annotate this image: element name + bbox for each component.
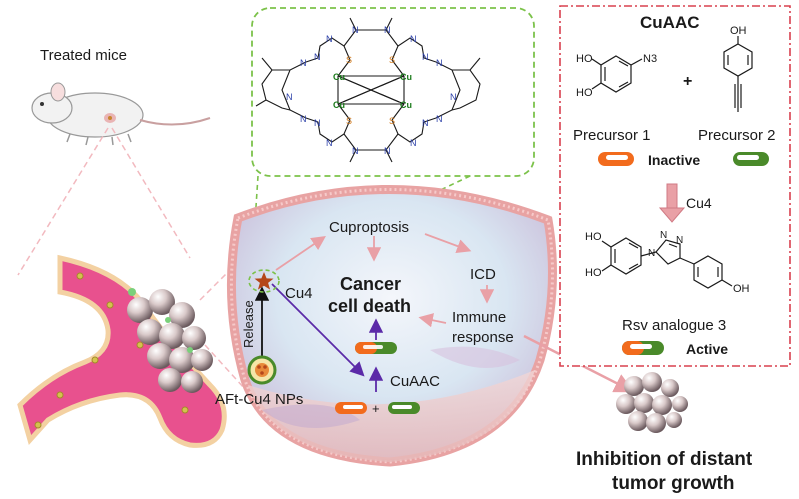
nitrogen-atom-label: N (422, 52, 429, 62)
cuaac-cell-label: CuAAC (390, 373, 440, 390)
release-label: Release (241, 300, 256, 348)
product-ho-bottom: HO (585, 267, 602, 279)
sulfur-atom-label: S (389, 116, 395, 126)
precursor2-label: Precursor 2 (698, 127, 776, 144)
precursor1-label: Precursor 1 (573, 127, 651, 144)
sulfur-atom-label: S (389, 55, 395, 65)
precursor1-ho-bottom: HO (576, 87, 593, 99)
cuaac-panel-title: CuAAC (640, 13, 700, 32)
catalyst-label: Cu4 (686, 195, 712, 211)
nps-label: AFt-Cu4 NPs (215, 391, 303, 408)
arrow-cuproptosis-to-icd (424, 233, 472, 253)
precursor1-structure (591, 55, 643, 93)
nitrogen-atom-label: N (326, 34, 333, 44)
precursor2-structure (723, 36, 753, 112)
nitrogen-atom-label: N (314, 52, 321, 62)
mouse-illustration (31, 82, 211, 146)
product-ho-top: HO (585, 231, 602, 243)
nitrogen-atom-label: N (286, 92, 293, 102)
mice-label: Treated mice (40, 47, 127, 64)
cell-active-pill (355, 342, 397, 354)
cuaac-plus-sign: + (683, 73, 692, 90)
cell-precursor-pills (335, 402, 420, 414)
nitrogen-atom-label: N (384, 25, 391, 35)
triazole-n1: N (648, 248, 655, 259)
aft-cu4-nanoparticle-icon (247, 355, 277, 385)
immune-line2: response (452, 329, 514, 346)
cu4-cell-label: Cu4 (285, 285, 313, 302)
product-label: Rsv analogue 3 (622, 317, 726, 334)
active-label: Active (686, 341, 728, 357)
nitrogen-atom-label: N (422, 118, 429, 128)
nitrogen-atom-label: N (436, 58, 443, 68)
cu-atom-label: Cu (333, 72, 345, 82)
outcome-line1: Inhibition of distant (576, 449, 753, 470)
precursor1-pill (598, 152, 634, 166)
triazole-n2: N (660, 230, 667, 241)
nitrogen-atom-label: N (326, 138, 333, 148)
cell-plus-sign: + (372, 401, 380, 416)
arrow-immune-to-death (418, 313, 447, 328)
icd-label: ICD (470, 266, 496, 283)
cu-atom-label: Cu (400, 100, 412, 110)
cancer-death-line1: Cancer (340, 274, 401, 294)
complex-structure-box (251, 7, 535, 177)
nitrogen-atom-label: N (384, 146, 391, 156)
complex-atom-labels: Cu Cu Cu Cu S S S S N N N N N N N N N N … (286, 25, 457, 156)
precursor1-ho-top: HO (576, 53, 593, 65)
inactive-label: Inactive (648, 152, 700, 168)
cancer-death-line2: cell death (328, 296, 411, 316)
triazole-n3: N (676, 235, 683, 246)
zoom-line-right (111, 127, 191, 259)
nitrogen-atom-label: N (352, 146, 359, 156)
cu4-star-icon (254, 272, 274, 290)
precursor2-oh: OH (730, 25, 747, 37)
distant-tumor-icon (616, 372, 688, 433)
sulfur-atom-label: S (346, 55, 352, 65)
nitrogen-atom-label: N (314, 118, 321, 128)
cu4-complex-structure (255, 17, 481, 163)
precursor1-azide: N3 (643, 53, 657, 65)
nitrogen-atom-label: N (410, 34, 417, 44)
blood-vessel (17, 254, 227, 448)
cu4-marker-ring (248, 269, 280, 293)
nitrogen-atom-label: N (352, 25, 359, 35)
precursor2-pill (733, 152, 769, 166)
nitrogen-atom-label: N (436, 114, 443, 124)
product-oh: OH (733, 283, 750, 295)
nitrogen-atom-label: N (300, 114, 307, 124)
rsv-analogue-structure (601, 237, 733, 289)
outcome-line2: tumor growth (612, 473, 734, 494)
cu-atom-label: Cu (400, 72, 412, 82)
nitrogen-atom-label: N (410, 138, 417, 148)
nitrogen-atom-label: N (450, 92, 457, 102)
product-active-pill (622, 341, 664, 355)
tumor-cluster (127, 288, 213, 393)
arrow-cu4-to-cuproptosis (275, 235, 326, 271)
immune-line1: Immune (452, 309, 506, 326)
cu-atom-label: Cu (333, 100, 345, 110)
reaction-arrow (658, 183, 686, 223)
nitrogen-atom-label: N (300, 58, 307, 68)
arrow-cu4-to-cuaac (271, 283, 365, 377)
sulfur-atom-label: S (346, 116, 352, 126)
zoom-line-left (17, 127, 109, 276)
cuproptosis-label: Cuproptosis (329, 219, 409, 236)
